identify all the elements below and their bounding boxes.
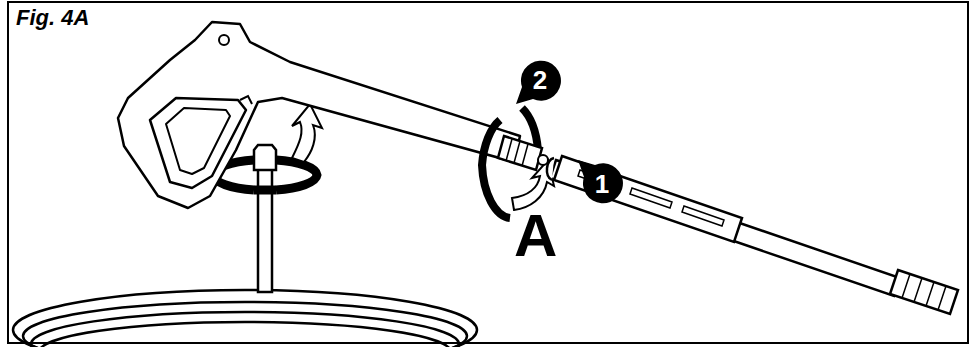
trigger bbox=[166, 108, 230, 174]
gun-hole bbox=[219, 35, 229, 45]
callout-number: 1 bbox=[576, 158, 624, 208]
trigger-guard bbox=[150, 98, 246, 188]
callout-digit: 2 bbox=[533, 67, 547, 93]
trigger-lock bbox=[240, 96, 252, 104]
hose bbox=[258, 160, 272, 292]
gun-connector bbox=[498, 136, 548, 170]
hose-fitting bbox=[254, 145, 276, 170]
figure-title: Fig. 4A bbox=[16, 5, 89, 31]
gun-body bbox=[118, 22, 520, 208]
lance bbox=[547, 156, 958, 314]
hose-coil bbox=[13, 290, 477, 347]
figure-frame bbox=[8, 2, 968, 343]
step-letter: A bbox=[514, 206, 557, 266]
rotation-arrow bbox=[292, 104, 322, 162]
callout-number: 2 bbox=[514, 56, 562, 106]
callout-digit: 1 bbox=[595, 171, 609, 197]
